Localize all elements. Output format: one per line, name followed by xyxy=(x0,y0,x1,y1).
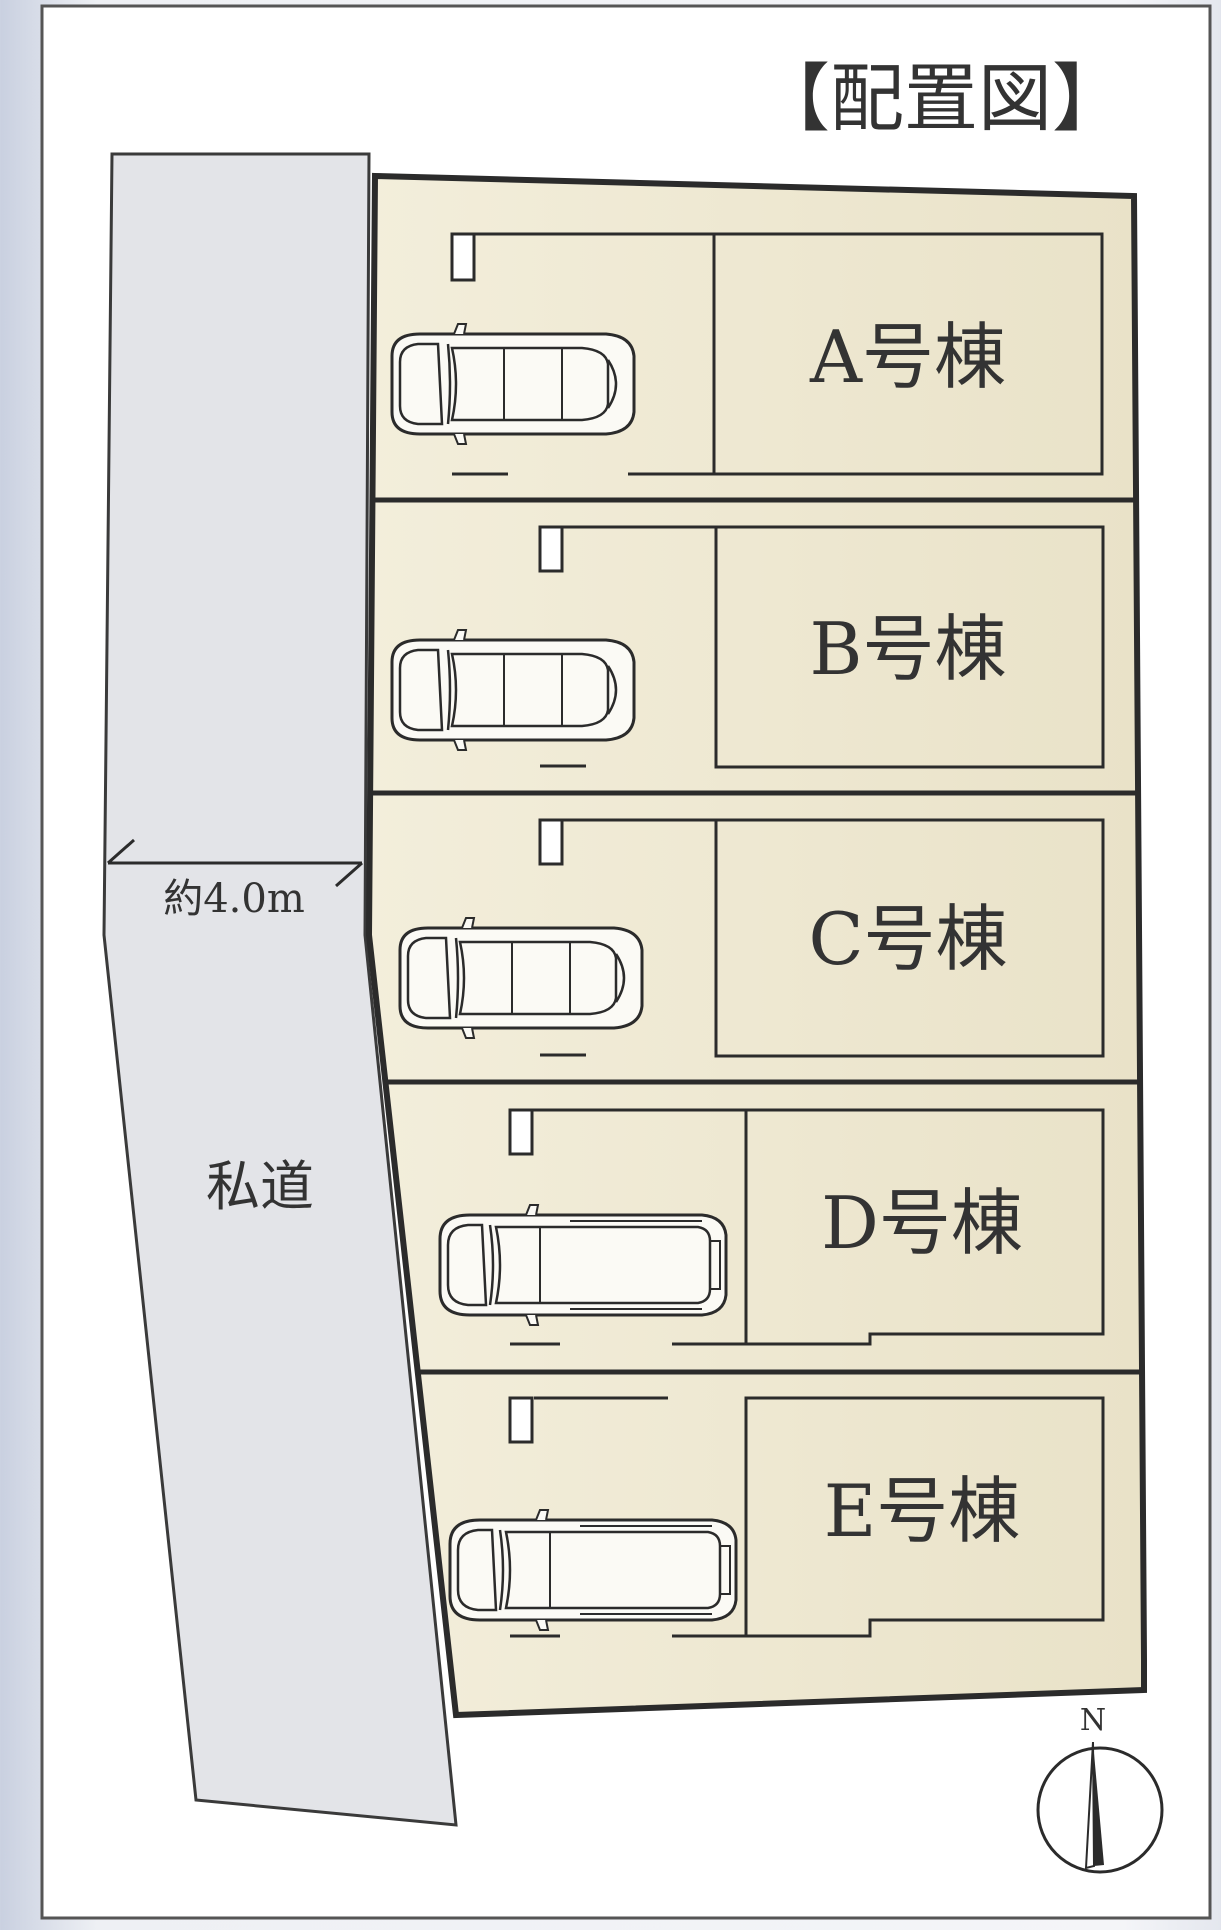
lot-e: E号棟 xyxy=(448,1396,1105,1638)
lot-a-label: A号棟 xyxy=(809,315,1006,399)
north-compass: N xyxy=(1036,1703,1164,1874)
lot-d: D号棟 xyxy=(438,1108,1105,1346)
meter-box-b xyxy=(538,525,564,573)
car-d xyxy=(438,1203,728,1327)
lot-d-label: D号棟 xyxy=(821,1181,1023,1265)
private-road xyxy=(102,152,458,1827)
meter-box-d xyxy=(508,1108,534,1156)
lot-e-label: E号棟 xyxy=(824,1469,1021,1553)
lot-b: B号棟 xyxy=(390,525,1105,769)
lot-b-label: B号棟 xyxy=(810,607,1007,691)
car-e xyxy=(448,1508,738,1632)
compass-needle-icon xyxy=(1093,1742,1104,1866)
compass-north-label: N xyxy=(1080,1703,1106,1738)
building-a-footprint xyxy=(712,232,1104,476)
lot-c: C号棟 xyxy=(398,818,1105,1058)
meter-box-e xyxy=(508,1396,534,1444)
diagram-title: 【配置図】 xyxy=(756,56,1126,142)
car-b xyxy=(390,628,636,752)
meter-box-c xyxy=(538,818,564,866)
road-width-dimension: 約4.0m xyxy=(107,838,363,922)
road-name-label: 私道 xyxy=(206,1155,314,1218)
car-c xyxy=(398,916,644,1040)
compass-circle xyxy=(1036,1746,1164,1874)
car-a xyxy=(390,322,636,446)
building-b-footprint xyxy=(714,525,1105,769)
road-width-label: 約4.0m xyxy=(163,876,305,922)
meter-box-a xyxy=(450,232,476,282)
lot-a: A号棟 xyxy=(390,232,1104,476)
building-c-footprint xyxy=(714,818,1105,1058)
lot-c-label: C号棟 xyxy=(808,897,1007,981)
